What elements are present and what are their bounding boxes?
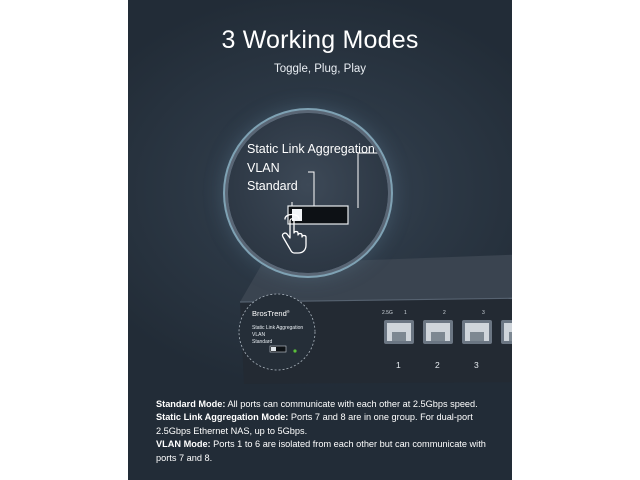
page-subtitle: Toggle, Plug, Play [273, 63, 367, 75]
port-number-2: 2 [435, 360, 440, 370]
mode-switch-graphic [281, 152, 382, 254]
ethernet-port-4 [501, 320, 512, 344]
vlan-mode-description: VLAN Mode: Ports 1 to 6 are isolated fro… [156, 439, 486, 463]
device-brand: BrosTrend® [252, 309, 290, 318]
zoom-label-standard: Standard [247, 179, 298, 193]
device-switch-label-vlan: VLAN [252, 332, 265, 338]
ethernet-ports [384, 320, 512, 344]
device-switch-label-standard: Standard [252, 339, 273, 345]
led-label-1: 1 [404, 310, 407, 316]
finger-tap-icon [281, 213, 307, 254]
zoom-label-vlan: VLAN [247, 161, 280, 175]
ethernet-port-1 [384, 320, 414, 344]
page-title: 3 Working Modes [221, 26, 419, 54]
led-label-3: 3 [482, 310, 485, 316]
ethernet-port-2 [423, 320, 453, 344]
network-switch-illustration: 2.5G 1 2 3 4 1 2 3 4 BrosTrend® Static L… [238, 254, 512, 384]
product-panel: 3 Working Modes Toggle, Plug, Play [128, 0, 512, 480]
standard-mode-description: Standard Mode: All ports can communicate… [156, 399, 478, 409]
port-number-3: 3 [474, 360, 479, 370]
device-switch-label-aggregation: Static Link Aggregation [252, 325, 303, 331]
port-number-1: 1 [396, 360, 401, 370]
device-switch-callout [238, 293, 316, 371]
status-led [293, 349, 297, 353]
mode-descriptions: Standard Mode: All ports can communicate… [156, 398, 501, 465]
mode-switch-zoom-callout: Static Link Aggregation VLAN Standard [228, 113, 388, 273]
led-label-2: 2 [443, 310, 446, 316]
device-mode-switch[interactable] [269, 345, 287, 353]
speed-label: 2.5G [382, 310, 393, 316]
aggregation-mode-description: Static Link Aggregation Mode: Ports 7 an… [156, 412, 473, 436]
ethernet-port-3 [462, 320, 492, 344]
zoom-label-aggregation: Static Link Aggregation [247, 142, 375, 156]
